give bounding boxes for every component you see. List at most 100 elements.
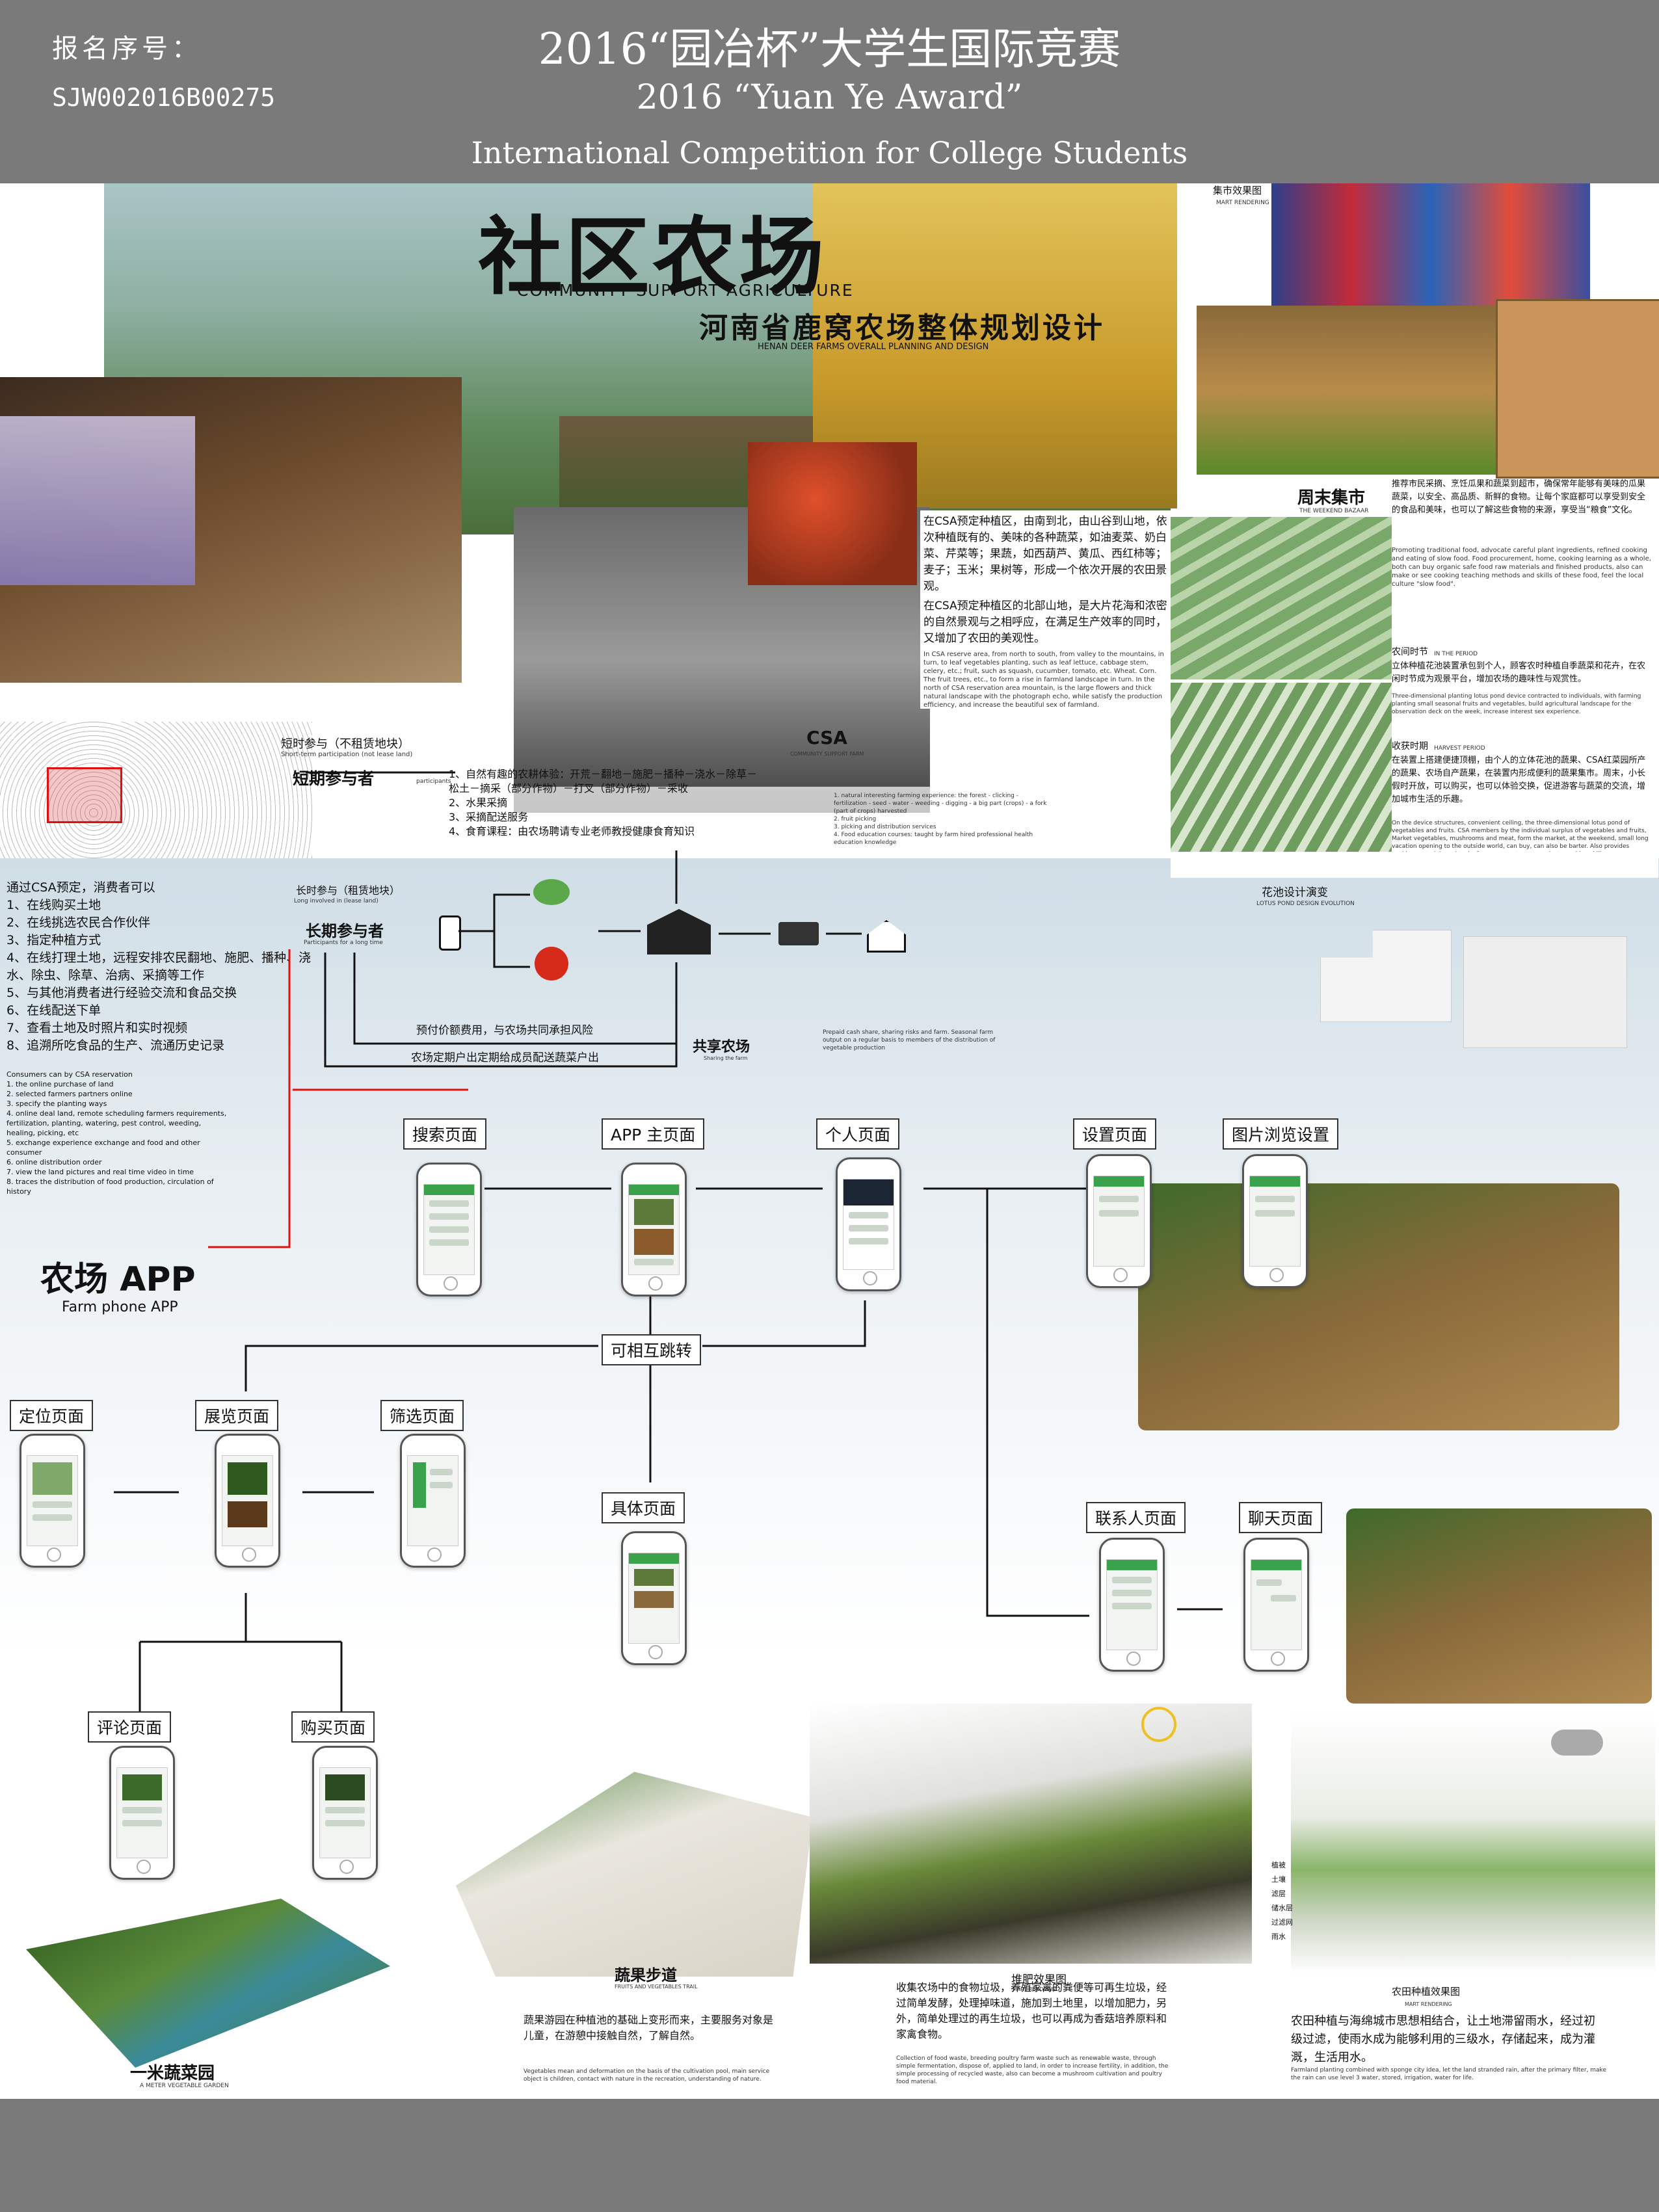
apple-icon — [535, 947, 568, 981]
compost-render — [810, 1704, 1252, 1964]
short-term-label-en: participants — [416, 778, 451, 785]
phone-icon — [439, 915, 461, 951]
wooden-pavilion-render — [1496, 299, 1659, 479]
site-plan-1 — [1171, 517, 1392, 679]
truck-icon — [778, 922, 819, 945]
csa-para1: 在CSA预定种植区，由南到北，由山谷到山地，依次种植既有的、美味的各种蔬菜，如油… — [923, 515, 1167, 593]
short-term-item-en: 3. picking and distribution services — [834, 824, 936, 830]
entry-code: SJW002016B00275 — [52, 83, 276, 112]
market-render-label-en: MART RENDERING — [1216, 200, 1269, 206]
garden-title-en: A METER VEGETABLE GARDEN — [140, 2083, 229, 2089]
booking-item-en: 6. online distribution order — [7, 1158, 102, 1166]
section-label: 储水层 — [1271, 1904, 1293, 1912]
rain-cloud-icon — [1551, 1730, 1603, 1756]
harvest-label-en: HARVEST PERIOD — [1434, 745, 1485, 752]
leaf-icon — [533, 879, 570, 905]
phone-chat — [1243, 1538, 1309, 1672]
flow-bg — [312, 787, 1171, 858]
short-term-item-en: 1. natural interesting farming experienc… — [834, 793, 1047, 815]
harvest-desc: 在装置上搭建便捷顶棚，由个人的立体花池的蔬果、CSA红菜园所产的蔬果、农场自产蔬… — [1392, 756, 1646, 804]
long-term-label-en: Participants for a long time — [304, 940, 383, 946]
tag-display: 展览页面 — [195, 1400, 279, 1431]
tag-contacts: 联系人页面 — [1086, 1502, 1186, 1533]
booking-item-en: 5. exchange experience exchange and food… — [7, 1139, 200, 1157]
booking-item: 7、查看土地及时照片和实时视频 — [7, 1021, 188, 1035]
connector-line — [458, 893, 530, 932]
irrigation-label-en: MART RENDERING — [1405, 2001, 1452, 2007]
short-term-heading: 短时参与（不租赁地块） — [281, 737, 410, 751]
market-render-label: 集市效果图 — [1213, 185, 1262, 196]
trail-title: 蔬果步道 — [615, 1966, 677, 1984]
short-term-items: 1、自然有趣的农耕体验：开荒－翻地－施肥－播种－浇水－除草－松土－摘采（部分作物… — [449, 767, 761, 839]
market-title: 周末集市 — [1297, 488, 1366, 508]
booking-item-en: 3. specify the planting ways — [7, 1099, 107, 1108]
phone-settings — [1086, 1154, 1152, 1288]
phone-gallery-settings — [1242, 1154, 1308, 1288]
tag-detail: 具体页面 — [602, 1492, 685, 1523]
connector-line — [324, 953, 678, 1068]
compost-desc-en: Collection of food waste, breeding poult… — [896, 2055, 1169, 2085]
irrigation-desc-en: Farmland planting combined with sponge c… — [1291, 2067, 1606, 2081]
pond-render-large — [1138, 1183, 1619, 1430]
share-farm-label-en: Sharing the farm — [704, 1055, 748, 1061]
phone-detail — [621, 1531, 687, 1665]
section-label: 过滤网 — [1271, 1918, 1293, 1927]
garden-title: 一米蔬菜园 — [130, 2064, 215, 2083]
booking-item: 4、在线打理土地，远程安排农民翻地、施肥、播种、浇水、除虫、除草、治病、采摘等工… — [7, 951, 312, 982]
entry-label: 报名序号： — [52, 34, 202, 64]
section-label: 土壤 — [1271, 1875, 1286, 1884]
short-term-items-en: 1. natural interesting farming experienc… — [834, 792, 1048, 847]
booking-item: 5、与其他消费者进行经验交流和食品交换 — [7, 986, 237, 1000]
csa-label: CSA — [806, 727, 847, 748]
irrigation-desc: 农田种植与海绵城市思想相结合，让土地滞留雨水，经过初级过滤，使雨水成为能够利用的… — [1291, 2014, 1595, 2064]
tomato-photo — [748, 442, 917, 585]
trail-desc-en: Vegetables mean and deformation on the b… — [524, 2068, 770, 2083]
app-arrow — [702, 1300, 866, 1347]
evolution-label-en: LOTUS POND DESIGN EVOLUTION — [1256, 901, 1355, 907]
long-term-heading-en: Long involved in (lease land) — [294, 898, 378, 904]
compost-label: 堆肥效果图 — [1011, 1973, 1067, 1986]
csa-text-bg — [920, 510, 1171, 709]
tag-gallery-settings: 图片浏览设置 — [1223, 1118, 1339, 1150]
market-stall-render — [1197, 306, 1496, 475]
booking-list-en: Consumers can by CSA reservation 1. the … — [7, 1070, 231, 1196]
booking-item: 1、在线购买土地 — [7, 898, 101, 912]
hero-subtitle-cn: 河南省鹿窝农场整体规划设计 — [699, 311, 1105, 345]
csa-para-en: In CSA reserve area, from north to south… — [923, 651, 1164, 709]
app-subtitle: Farm phone APP — [62, 1299, 178, 1315]
farm-period-label: 农间时节 — [1392, 647, 1428, 657]
tag-personal: 个人页面 — [816, 1118, 900, 1150]
right-text-bg — [1171, 852, 1658, 878]
booking-item: 3、指定种植方式 — [7, 933, 101, 947]
short-term-item: 1、自然有趣的农耕体验：开荒－翻地－施肥－播种－浇水－除草－松土－摘采（部分作物… — [449, 768, 758, 795]
csa-label-en: COMMUNITY SUPPORT FARM — [790, 751, 864, 757]
site-plan-2 — [1171, 683, 1392, 855]
footer-band — [0, 2099, 1659, 2212]
phone-display — [215, 1434, 280, 1568]
phone-location — [20, 1434, 85, 1568]
harvest-label: 收获时期 — [1392, 741, 1428, 752]
hero-title-cn: 社区农场 — [478, 207, 827, 306]
long-term-label: 长期参与者 — [306, 922, 384, 940]
long-term-heading: 长时参与（租赁地块） — [296, 884, 401, 897]
booking-item: 8、追溯所吃食品的生产、流通历史记录 — [7, 1038, 225, 1053]
hero-title-en: COMMUNITY SUPPORT AGRICULTURE — [517, 281, 854, 300]
tag-chat: 聊天页面 — [1239, 1502, 1323, 1533]
lavender-field — [0, 416, 195, 585]
booking-item-en: 8. traces the distribution of food produ… — [7, 1178, 214, 1196]
booking-intro: 通过CSA预定，消费者可以 — [7, 880, 155, 895]
farm-period-desc-en: Three-dimensional planting lotus pond de… — [1392, 693, 1641, 715]
phone-contacts — [1099, 1538, 1165, 1672]
irrigation-render — [1291, 1713, 1655, 1973]
phone-filter — [400, 1434, 466, 1568]
tag-search: 搜索页面 — [403, 1118, 487, 1150]
section-label: 滤层 — [1271, 1889, 1286, 1898]
short-term-item: 3、采摘配送服务 — [449, 811, 529, 823]
trail-desc: 蔬果游园在种植池的基础上变形而来，主要服务对象是儿童，在游憩中接触自然，了解自然… — [524, 2014, 774, 2042]
red-connector — [208, 949, 291, 1248]
title-en: 2016 “Yuan Ye Award” — [636, 78, 1023, 117]
booking-item: 6、在线配送下单 — [7, 1003, 101, 1018]
booking-item: 2、在线挑选农民合作伙伴 — [7, 915, 151, 930]
